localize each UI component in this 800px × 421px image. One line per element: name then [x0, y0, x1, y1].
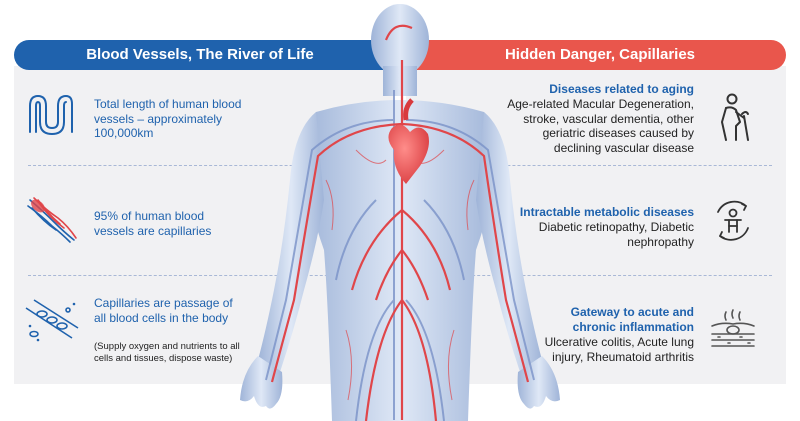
left-item-3-text: Capillaries are passage of all blood cel… [94, 296, 233, 325]
right-divider-1 [442, 165, 772, 166]
left-divider-1 [28, 165, 358, 166]
right-item-1-heading: Diseases related to aging [549, 82, 694, 96]
blood-cells-icon [25, 299, 79, 342]
left-item-2-text: 95% of human blood vessels are capillari… [94, 209, 212, 238]
right-divider-2 [442, 275, 772, 276]
right-item-2-text: Diabetic retinopathy, Diabetic nephropat… [538, 220, 694, 249]
winding-vessel-icon [29, 94, 73, 136]
elderly-person-icon [721, 93, 749, 141]
left-divider-2 [28, 275, 358, 276]
right-item-3-heading: Gateway to acute and chronic inflammatio… [570, 305, 694, 334]
right-item-1-text: Age-related Macular Degeneration, stroke… [507, 97, 694, 155]
left-item-1-text: Total length of human blood vessels – ap… [94, 97, 242, 140]
right-item-2-heading: Intractable metabolic diseases [519, 205, 694, 219]
metabolism-cycle-icon [717, 200, 749, 241]
left-item-3-note: (Supply oxygen and nutrients to all cell… [94, 341, 240, 364]
capillary-bundle-icon [27, 197, 77, 243]
inflamed-skin-icon [711, 309, 755, 347]
left-banner-title: Blood Vessels, The River of Life [14, 40, 386, 70]
right-item-3-text: Ulcerative colitis, Acute lung injury, R… [544, 335, 694, 364]
human-body-illustration [240, 4, 560, 421]
right-banner-title: Hidden Danger, Capillaries [414, 40, 786, 70]
